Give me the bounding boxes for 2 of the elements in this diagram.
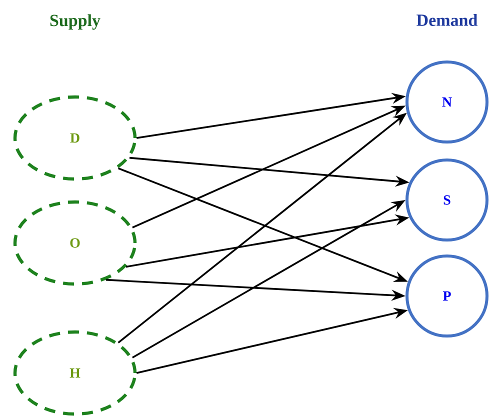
demand-heading: Demand: [416, 14, 478, 26]
supply-heading: Supply: [50, 14, 100, 30]
